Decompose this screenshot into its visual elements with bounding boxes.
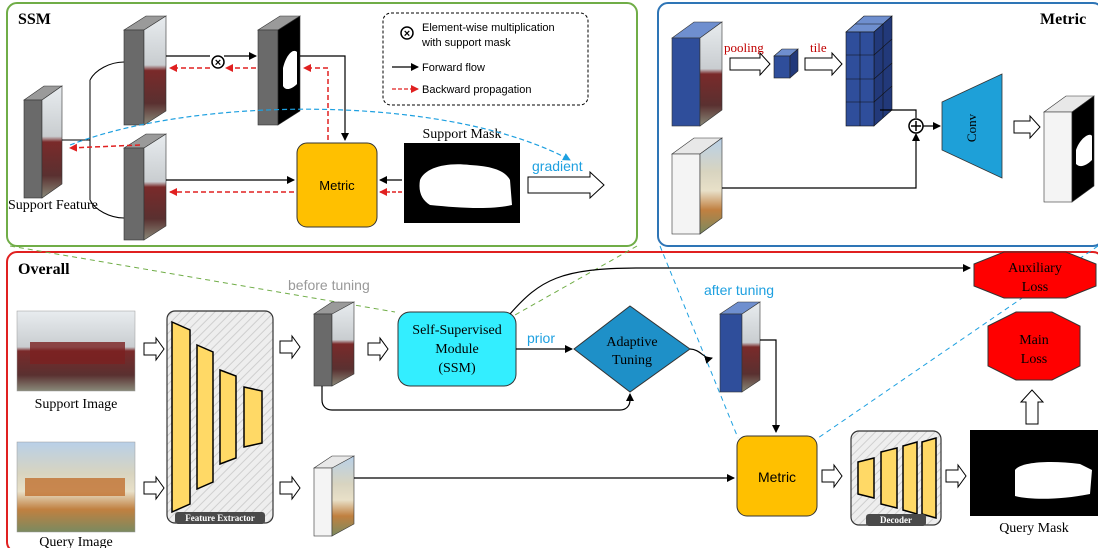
ssm-panel-border [6,2,638,247]
feature-to-adaptive [321,386,634,411]
adaptive-to-tuned [689,348,713,364]
support-feature-slab [23,85,63,199]
extractor-to-query-feature-arrow [279,475,301,501]
support-feature-branch [62,61,125,219]
prior-label: prior [527,330,555,346]
legend-backward-label: Backward propagation [422,84,531,96]
support-feature-label: Support Feature [8,198,98,213]
support-image-label: Support Image [35,397,118,412]
support-feature-bottom [122,133,168,241]
overall-panel-border [6,251,1098,548]
overall-metric-box [736,435,818,517]
ssm-panel: SSM × Element-wise multiplication with s… [6,2,638,247]
multiply-icon [400,26,414,40]
aux-loss-octagon [973,251,1097,299]
svg-text:×: × [215,57,221,69]
metric-panel-title: Metric [1040,11,1086,28]
aux-loss-line2: Loss [1022,280,1048,295]
support-feature-before [313,301,355,387]
overall-metric-label: Metric [758,469,796,485]
grid-to-add [880,109,917,118]
main-loss-line1: Main [1019,333,1049,348]
ssm-zoom-line-right [514,245,638,316]
gradient-block-arrow [527,170,605,200]
ssm-metric-label: Metric [319,178,355,193]
adaptive-line1: Adaptive [606,335,657,350]
legend-multiply-line2: with support mask [421,37,511,49]
tile-arrow [804,51,843,77]
query-feature [313,455,355,537]
query-to-extractor-arrow [143,475,165,501]
before-tuning-label: before tuning [288,277,370,293]
after-tuning-label: after tuning [704,282,774,298]
backward-metric-to-masked [303,64,329,140]
decoder-label-bg [866,514,926,526]
forward-masked-to-metric [300,55,349,141]
conv-label: Conv [964,113,979,142]
support-feature-top [122,15,168,126]
aux-loss-line1: Auxiliary [1008,261,1062,276]
pooling-label: pooling [724,40,764,55]
support-mask-label: Support Mask [423,127,502,142]
legend-forward-label: Forward flow [422,62,485,74]
ssm-to-aux-loss [509,264,971,315]
metric-output-mask [1043,95,1095,203]
metric-panel: Metric pooling tile [657,2,1098,247]
feature-extractor-label-bg [175,512,265,524]
mask-to-main-loss-arrow [1019,389,1045,425]
pooled-cube [773,48,799,79]
feature-to-ssm-arrow [367,336,389,362]
ssm-box-line1: Self-Supervised [412,323,501,338]
masked-feature-slab [256,15,302,126]
query-mask-label: Query Mask [999,521,1069,536]
metric-panel-border [657,2,1098,247]
conv-block [941,73,1003,179]
decoder-label: Decoder [880,515,912,525]
adaptive-line2: Tuning [612,353,652,368]
backward-to-support-feature [69,143,141,152]
metric-zoom-line-left [659,245,739,439]
tile-label: tile [810,40,827,55]
metric-support-feature [671,21,723,127]
main-loss-octagon [987,311,1081,381]
metric-query-feature [671,137,723,235]
metric-to-decoder-arrow [821,463,843,489]
support-feature-after [719,301,761,393]
ssm-box-line3: (SSM) [438,361,476,376]
overall-panel-title: Overall [18,261,70,278]
adaptive-tuning-diamond [573,305,691,393]
query-to-add [722,133,920,189]
tiled-cube-grid [845,15,893,127]
multiply-node [211,55,225,69]
svg-text:×: × [404,28,410,40]
tuned-to-metric [760,339,780,433]
main-loss-line2: Loss [1021,352,1047,367]
overall-panel: Overall Support Image Query Image Featur… [6,245,1098,548]
pooling-arrow [729,51,771,77]
feature-extractor-label: Feature Extractor [185,513,255,523]
ssm-legend: × Element-wise multiplication with suppo… [382,12,589,106]
gradient-label: gradient [532,158,583,174]
ssm-zoom-line-left [9,245,396,313]
decoder-to-mask-arrow [945,463,967,489]
ssm-metric-box [296,142,378,228]
ssm-panel-title: SSM [18,11,51,28]
gradient-curve [69,108,571,161]
legend-multiply-line1: Element-wise multiplication [422,22,555,34]
ssm-box-line2: Module [435,342,479,357]
extractor-to-support-feature-arrow [279,334,301,360]
query-image-label: Query Image [39,535,112,548]
conv-out-arrow [1013,114,1041,140]
support-to-extractor-arrow [143,336,165,362]
